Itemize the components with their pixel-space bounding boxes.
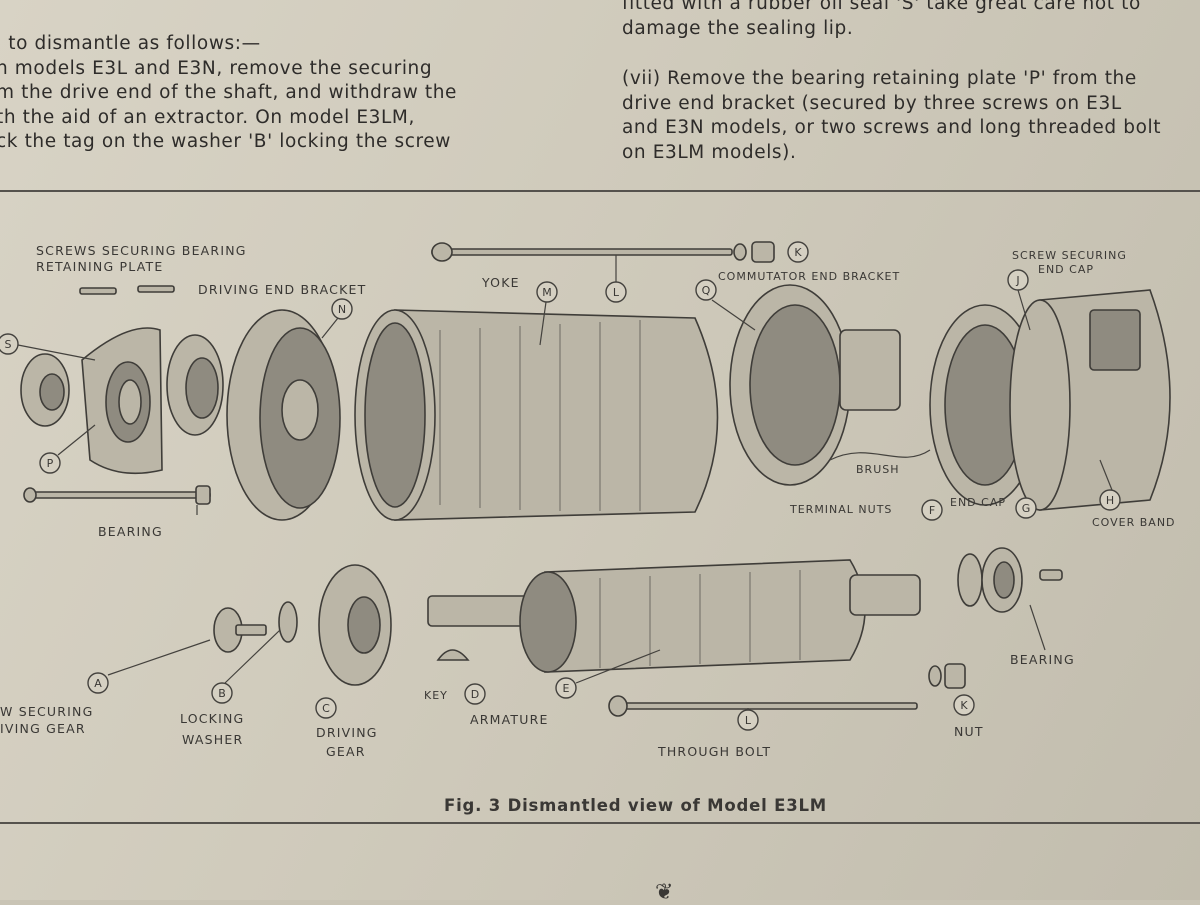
callout-letter: C <box>322 702 330 715</box>
label-armature: ARMATURE <box>470 712 549 727</box>
armature-part <box>427 559 921 673</box>
text-line: drive end bracket (secured by three scre… <box>622 92 1122 114</box>
callout-letter: G <box>1022 502 1031 515</box>
label-washer: WASHER <box>182 732 243 747</box>
label-key: KEY <box>424 689 448 702</box>
callout-letter: S <box>5 338 12 351</box>
label-cover-band: COVER BAND <box>1092 516 1176 529</box>
label-yoke: YOKE <box>481 275 520 290</box>
callout-letter: H <box>1106 494 1114 507</box>
securing-screw-part <box>213 607 267 653</box>
callout-letter: B <box>218 687 226 700</box>
text-line: and E3N models, or two screws and long t… <box>622 117 1162 138</box>
label-bearing-right: BEARING <box>1010 652 1075 667</box>
label-driving: DRIVING <box>316 725 378 740</box>
callout-m: M <box>536 281 558 303</box>
callout-h: H <box>1099 489 1121 511</box>
text-line: fitted with a rubber oil seal 'S' take g… <box>622 0 1141 14</box>
text-line: ck the tag on the washer 'B' locking the… <box>0 131 452 152</box>
cover-band-part <box>1009 289 1171 511</box>
bearing-part <box>166 334 224 436</box>
ornament-icon: ❦ <box>655 880 674 905</box>
callout-letter: A <box>94 677 102 690</box>
locking-washer-part <box>278 601 298 643</box>
label-terminal-nuts: TERMINAL NUTS <box>789 503 892 516</box>
callout-letter: E <box>563 682 570 695</box>
bottom-through-bolt-part <box>608 695 918 717</box>
label-screw-securing-gear-1: W SECURING <box>0 704 93 719</box>
callout-a: A <box>87 672 109 694</box>
text-line: l to dismantle as follows:— <box>0 33 261 54</box>
label-end-cap-top: END CAP <box>1038 263 1094 276</box>
commutator-end-bracket-part <box>729 284 931 486</box>
key-part <box>436 649 470 661</box>
retaining-screws-part <box>79 285 175 295</box>
bearing-retaining-plate-part <box>81 327 163 475</box>
callout-f: F <box>921 499 943 521</box>
callout-letter: K <box>960 699 968 712</box>
text-line: m the drive end of the shaft, and withdr… <box>0 82 458 103</box>
callout-l-top: L <box>605 281 627 303</box>
label-driving-end-bracket: DRIVING END BRACKET <box>198 282 366 297</box>
callout-e: E <box>555 677 577 699</box>
label-gear: GEAR <box>326 744 366 759</box>
label-locking: LOCKING <box>180 711 244 726</box>
callout-k-bottom: K <box>953 694 975 716</box>
figure-caption: Fig. 3 Dismantled view of Model E3LM <box>444 796 828 815</box>
callout-s: S <box>0 333 19 355</box>
text-line: damage the sealing lip. <box>622 17 854 39</box>
callout-d: D <box>464 683 486 705</box>
callout-g: G <box>1015 497 1037 519</box>
text-line: (vii) Remove the bearing retaining plate… <box>622 68 1137 89</box>
yoke-part <box>354 309 719 521</box>
label-screw-securing-gear-2: IVING GEAR <box>0 721 86 736</box>
callout-j: J <box>1007 269 1029 291</box>
end-cap-part <box>929 304 1041 506</box>
callout-letter: D <box>471 688 479 701</box>
label-bearing-left: BEARING <box>98 524 163 539</box>
long-bolt-part <box>23 485 211 505</box>
nut-part <box>928 663 966 689</box>
leader-lines <box>17 255 1113 720</box>
callout-q: Q <box>695 279 717 301</box>
callout-letter: L <box>613 286 620 299</box>
callout-letter: N <box>338 303 346 316</box>
left-text-column: l to dismantle as follows:— n models E3L… <box>0 32 457 155</box>
callout-letter: F <box>929 504 935 517</box>
top-through-bolt-part <box>431 241 775 263</box>
callout-p: P <box>39 452 61 474</box>
callout-letter: M <box>542 286 552 299</box>
label-screw-securing: SCREW SECURING <box>1012 249 1127 262</box>
text-line: on E3LM models). <box>622 141 797 163</box>
callout-n: N <box>331 298 353 320</box>
callout-l-bottom: L <box>737 709 759 731</box>
label-end-cap: END CAP <box>950 496 1006 509</box>
label-through-bolt: THROUGH BOLT <box>657 744 771 759</box>
oil-seal-part <box>20 353 70 427</box>
right-text-column: fitted with a rubber oil seal 'S' take g… <box>622 0 1161 165</box>
figure-frame <box>0 190 1200 824</box>
label-retaining-plate: RETAINING PLATE <box>36 259 163 274</box>
driving-end-bracket-part <box>226 309 341 521</box>
callout-k-top: K <box>787 241 809 263</box>
label-screws-securing-bearing: SCREWS SECURING BEARING <box>36 243 247 258</box>
callout-letter: L <box>745 714 752 727</box>
label-brush: BRUSH <box>856 463 900 476</box>
callout-letter: J <box>1015 274 1019 287</box>
label-commutator-end-bracket: COMMUTATOR END BRACKET <box>718 270 900 283</box>
callout-letter: Q <box>702 284 711 297</box>
callout-b: B <box>211 682 233 704</box>
driving-gear-part <box>318 564 392 686</box>
callout-letter: P <box>47 457 54 470</box>
text-line: n models E3L and E3N, remove the securin… <box>0 57 433 79</box>
commutator-bearing-part <box>957 547 1063 613</box>
callout-letter: K <box>794 246 802 259</box>
text-line: th the aid of an extractor. On model E3L… <box>0 106 415 128</box>
callout-c: C <box>315 697 337 719</box>
label-nut: NUT <box>954 724 984 739</box>
